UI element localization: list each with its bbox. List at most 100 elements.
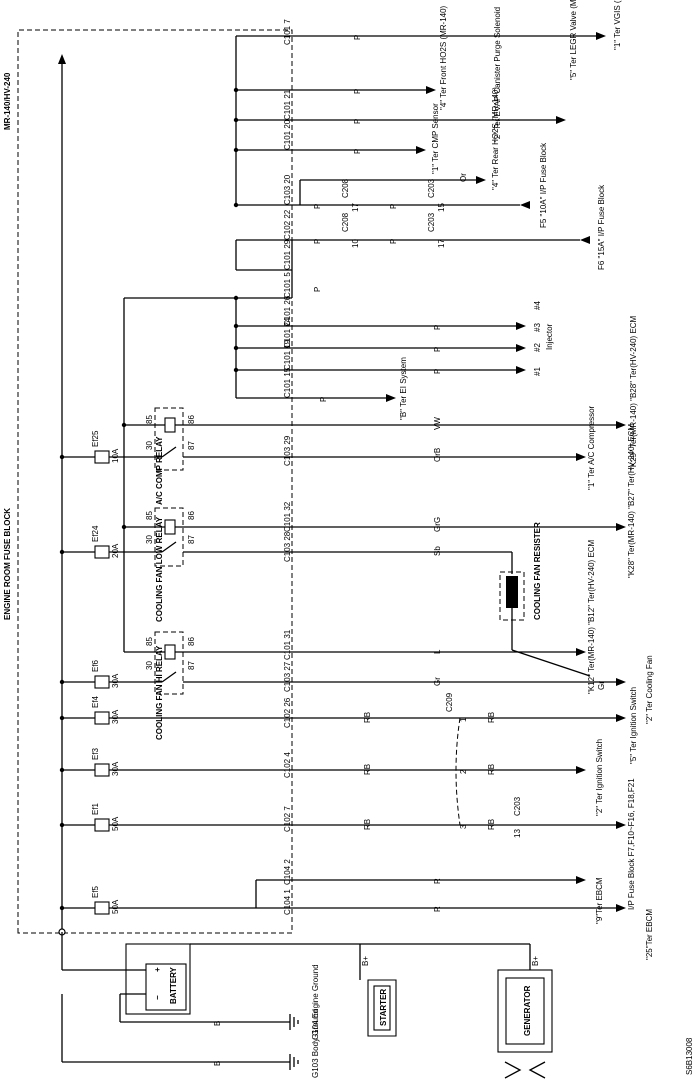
hi-relay-label: COOLING FAN HI RELAY xyxy=(155,645,164,740)
output-wires xyxy=(255,424,620,909)
pin-85: 85 xyxy=(145,637,154,646)
low-relay-label: COOLING FAN LOW RELAY xyxy=(155,516,164,622)
fuse-rating: 50A xyxy=(111,816,120,831)
svg-text:B: B xyxy=(213,1061,222,1066)
relay-hi: 30 85 86 87 COOLING FAN HI RELAY xyxy=(124,631,256,740)
starter: STARTER B+ xyxy=(190,943,397,1037)
svg-text:P: P xyxy=(433,347,442,352)
connector: C101 24 xyxy=(283,317,292,348)
fuse-name: Ef3 xyxy=(91,747,100,760)
fuse-name: Ef24 xyxy=(91,525,100,542)
destination-labels: "25"Ter EBCM "9"Ter EBCM I/P Fuse Block … xyxy=(399,0,654,960)
fuse-ef24: Ef24 20A xyxy=(91,525,120,559)
fuse-ef3: Ef3 30A xyxy=(91,747,120,777)
connector: C104 1 xyxy=(283,889,292,915)
p-labels: P P P P P P P P P Or P P P P xyxy=(313,35,468,402)
connector: C101 29 xyxy=(283,239,292,270)
fuse-rating: 50A xyxy=(111,899,120,914)
svg-text:#3: #3 xyxy=(533,323,542,332)
bus-arrow xyxy=(58,54,66,64)
injector-circuit xyxy=(59,32,606,911)
connector: C101 21 xyxy=(283,89,292,120)
fuse-ef1: Ef1 50A xyxy=(91,802,120,832)
c203: C203 xyxy=(513,796,522,816)
relay-ac: 30 85 86 87 A/C COMP RELAY xyxy=(124,407,256,505)
connector-labels: C104 1 C104 2 C102 7 C102 4 C102 26 C103… xyxy=(283,19,292,915)
svg-text:"B" Ter EI System: "B" Ter EI System xyxy=(399,357,408,420)
svg-text:P: P xyxy=(433,369,442,374)
svg-text:P: P xyxy=(389,239,398,244)
svg-text:Sb: Sb xyxy=(433,546,442,556)
svg-text:"1" Ter CMP Sensor: "1" Ter CMP Sensor xyxy=(431,103,440,174)
connector: C104 2 xyxy=(283,859,292,885)
g103-label: G103 Body Ground xyxy=(311,1009,320,1078)
svg-text:"25"Ter EBCM: "25"Ter EBCM xyxy=(645,909,654,960)
svg-text:"2" Ter Cooling Fan: "2" Ter Cooling Fan xyxy=(645,655,654,724)
pin-85: 85 xyxy=(145,415,154,424)
svg-text:L: L xyxy=(433,649,442,654)
svg-text:"K28" Ter(MR-140) "B27" Ter(HV: "K28" Ter(MR-140) "B27" Ter(HV-240) ECM xyxy=(627,423,636,578)
svg-text:GrG: GrG xyxy=(433,517,442,532)
resister-label: COOLING FAN RESISTER xyxy=(533,522,542,620)
svg-text:17: 17 xyxy=(351,203,360,212)
fuse-ef6: Ef6 30A xyxy=(91,659,120,689)
pin-86: 86 xyxy=(187,637,196,646)
pin-85: 85 xyxy=(145,511,154,520)
svg-text:C203: C203 xyxy=(427,212,436,232)
pin-87: 87 xyxy=(187,661,196,670)
connector: C103 29 xyxy=(283,435,292,466)
pin-86: 86 xyxy=(187,415,196,424)
svg-text:VW: VW xyxy=(433,417,442,430)
wire-color-labels: R R RB RB RB RB RB RB Gr Gr L Sb GrG OrB… xyxy=(363,417,606,912)
svg-text:P: P xyxy=(433,325,442,330)
block-title: ENGINE ROOM FUSE BLOCK xyxy=(3,508,12,620)
ground-wires: B B G104 Engine Ground G103 Body Ground xyxy=(61,964,320,1078)
svg-text:F5 "10A" I/P Fuse Block: F5 "10A" I/P Fuse Block xyxy=(539,142,548,228)
fuse-rating: 10A xyxy=(111,448,120,463)
connector: C102 4 xyxy=(283,752,292,778)
svg-text:RB: RB xyxy=(487,819,496,830)
svg-text:RB: RB xyxy=(363,764,372,775)
starter-label: STARTER xyxy=(379,989,388,1026)
battery-plus: + xyxy=(153,967,162,972)
svg-text:C203: C203 xyxy=(427,178,436,198)
fuse-rating: 20A xyxy=(111,543,120,558)
pin-87: 87 xyxy=(187,535,196,544)
svg-text:#2: #2 xyxy=(533,343,542,352)
svg-text:R: R xyxy=(433,906,442,912)
svg-text:P: P xyxy=(313,239,322,244)
connector: C102 22 xyxy=(283,209,292,240)
svg-text:P: P xyxy=(353,149,362,154)
pin-87: 87 xyxy=(187,441,196,450)
connector: C101 26 xyxy=(283,295,292,326)
svg-text:P: P xyxy=(319,397,328,402)
fuse-rating: 30A xyxy=(111,709,120,724)
cooling-fan-resister: COOLING FAN RESISTER xyxy=(499,522,542,621)
fuse-name: Ef1 xyxy=(91,802,100,815)
svg-text:Injector: Injector xyxy=(545,323,554,350)
svg-text:Gr: Gr xyxy=(433,677,442,686)
svg-text:"1" Ter VGIS (MR-140): "1" Ter VGIS (MR-140) xyxy=(613,0,622,50)
svg-text:17: 17 xyxy=(437,239,446,248)
fuse-ef25: Ef25 10A xyxy=(91,430,120,464)
svg-text:P: P xyxy=(313,204,322,209)
ac-relay-label: A/C COMP RELAY xyxy=(155,436,164,505)
svg-text:R: R xyxy=(433,878,442,884)
c209-2: 2 xyxy=(459,769,468,774)
svg-text:15: 15 xyxy=(437,203,446,212)
generator-label: GENERATOR xyxy=(523,985,532,1036)
fuse-name: Ef25 xyxy=(91,430,100,447)
connector: C101 19 xyxy=(283,339,292,370)
connector: C101 31 xyxy=(283,629,292,660)
svg-text:Gr: Gr xyxy=(597,681,606,690)
svg-text:"5" Ter Ignition Switch: "5" Ter Ignition Switch xyxy=(629,687,638,764)
c203-13: 13 xyxy=(513,829,522,838)
relay-low: 30 85 86 87 COOLING FAN LOW RELAY xyxy=(124,507,256,622)
svg-text:I/P Fuse Block F7,F10~F16, F18: I/P Fuse Block F7,F10~F16, F18,F21 xyxy=(627,778,636,910)
c209-dashed xyxy=(455,717,461,826)
svg-text:P: P xyxy=(313,287,322,292)
model-boundary xyxy=(17,29,293,934)
svg-text:"4" Ter Front HO2S (MR-140): "4" Ter Front HO2S (MR-140) xyxy=(439,5,448,110)
generator: GENERATOR B+ xyxy=(360,943,553,1079)
c208-c203: C208 10 C203 17 C208 17 C203 15 xyxy=(341,178,446,248)
